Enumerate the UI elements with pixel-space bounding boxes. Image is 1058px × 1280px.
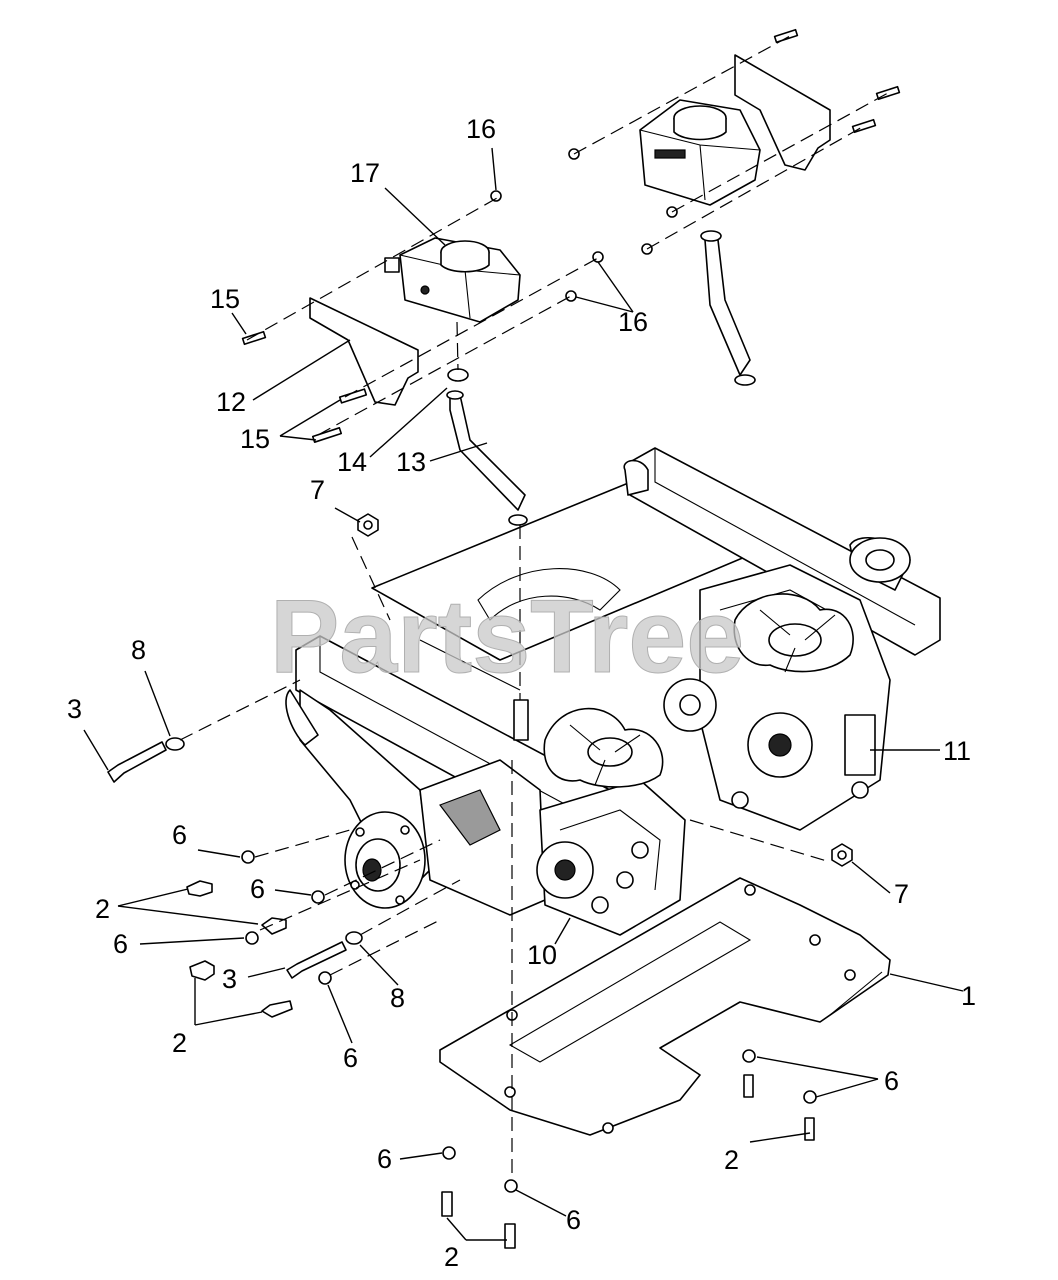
callout-label-3: 3 [222,964,237,994]
callout-label-6: 6 [566,1205,581,1235]
hose-13 [446,390,528,526]
right-transaxle [663,537,911,831]
reservoir-bracket-12 [309,297,419,406]
watermark-text: PartsTree [270,579,744,695]
callout-label-7: 7 [894,879,909,909]
leader-lines [83,147,964,1241]
callout-label-2: 2 [724,1145,739,1175]
assembly-dashed-lines [179,35,889,1180]
callout-label-3: 3 [67,694,82,724]
callout-label-2: 2 [172,1028,187,1058]
callout-label-17: 17 [350,158,380,188]
callout-label-7: 7 [310,475,325,505]
oil-reservoir-17 [384,237,521,323]
callout-label-1: 1 [961,981,976,1011]
callout-label-14: 14 [337,447,367,477]
callout-label-6: 6 [172,820,187,850]
callout-label-11: 11 [943,736,971,766]
callout-label-13: 13 [396,447,426,477]
callout-label-6: 6 [884,1066,899,1096]
callout-label-12: 12 [216,387,246,417]
skid-plate [439,877,891,1136]
callout-label-2: 2 [95,894,110,924]
callout-label-6: 6 [250,874,265,904]
hose-clamp-14 [447,368,469,382]
callout-label-15: 15 [240,424,270,454]
callout-label-15: 15 [210,284,240,314]
callout-label-6: 6 [113,929,128,959]
hardware [107,28,901,1249]
callout-label-16: 16 [618,307,648,337]
left-transaxle [344,699,686,936]
callout-label-16: 16 [466,114,496,144]
callout-label-10: 10 [527,940,557,970]
oil-reservoir-right [639,54,831,386]
callout-label-2: 2 [444,1242,459,1272]
callout-label-6: 6 [343,1043,358,1073]
callout-label-8: 8 [390,983,405,1013]
callout-label-6: 6 [377,1144,392,1174]
callout-label-8: 8 [131,635,146,665]
